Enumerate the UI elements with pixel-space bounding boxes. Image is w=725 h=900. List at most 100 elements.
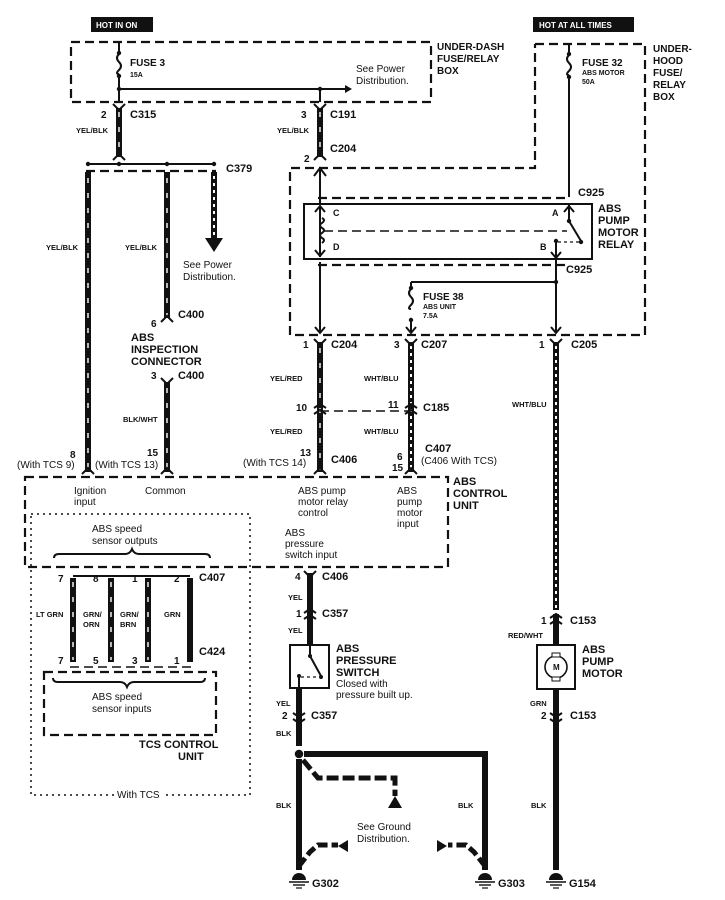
hot-in-on-label: HOT IN ON	[96, 21, 138, 30]
brace-outputs-icon	[53, 546, 211, 559]
common-pin: 15	[147, 448, 159, 459]
wire-label-blk-wht: BLK/WHT	[123, 415, 158, 424]
under-hood-box-outline	[288, 42, 647, 337]
relay-switch-icon	[568, 220, 582, 242]
wire-label-yel-red-2: YEL/RED	[270, 427, 303, 436]
wire-label-wht-blu-3: WHT/BLU	[512, 400, 547, 409]
abs-pump-motor-label: ABS PUMP MOTOR	[582, 644, 623, 680]
c204-bottom-pin: 1	[303, 340, 309, 351]
abs-pump-motor-relay-label: ABS PUMP MOTOR RELAY	[598, 203, 642, 251]
c185-label: C185	[423, 402, 449, 414]
c204-top-label: C204	[330, 143, 357, 155]
wire-label-yel-3: YEL	[276, 699, 291, 708]
ecu-pin-pressure-input: ABS pressure switch input	[285, 528, 337, 561]
c207-label: C207	[421, 339, 447, 351]
fuse-38-symbol	[405, 282, 417, 335]
c379-label: C379	[226, 163, 252, 175]
fuse-3-label: FUSE 3	[130, 58, 165, 69]
c185-pin-left: 10	[296, 403, 308, 414]
ignition-pin-tcs: (With TCS 9)	[17, 460, 75, 471]
ecu-pin-motor-input: ABS pump motor input	[397, 486, 425, 530]
under-dash-box-outline	[69, 40, 433, 104]
c406-bottom-pin: 4	[295, 572, 301, 583]
c407-pin-b: 15	[392, 463, 404, 474]
c153-bottom-label: C153	[570, 710, 596, 722]
under-dash-box-label: UNDER-DASH FUSE/RELAY BOX	[437, 42, 507, 77]
relay-terminal-b: B	[540, 242, 547, 252]
ecu-speed-sensor-outputs: ABS speed sensor outputs	[92, 524, 158, 547]
fuse-32-label: FUSE 32	[582, 58, 623, 69]
fuse-32-symbol	[566, 44, 572, 197]
c424-pin-1: 1	[174, 656, 180, 667]
c315-label: C315	[130, 109, 156, 121]
c407-tcs-label: C407	[199, 572, 225, 584]
wire-label-blk-2: BLK	[276, 801, 292, 810]
c205-label: C205	[571, 339, 597, 351]
abs-control-unit-outline	[23, 475, 450, 569]
fuse-38-desc: ABS UNIT	[423, 304, 457, 311]
c424-pin-5: 5	[93, 656, 99, 667]
ground-g303-icon	[475, 873, 495, 889]
ground-g154-label: G154	[569, 878, 597, 890]
fuse-32-rating: 50A	[582, 79, 595, 86]
see-power-distribution-note-1: See Power Distribution.	[356, 64, 409, 87]
with-tcs-label: With TCS	[117, 790, 160, 801]
c315-pin: 2	[101, 110, 107, 121]
c204-bottom-label: C204	[331, 339, 358, 351]
c925-bottom-label: C925	[566, 264, 592, 276]
relay-terminal-a: A	[552, 208, 559, 218]
relay-terminal-d: D	[333, 242, 340, 252]
abs-inspection-connector-label: ABS INSPECTION CONNECTOR	[131, 332, 202, 368]
c407-tcs-pin-7: 7	[58, 574, 64, 585]
c407-tcs-pin-2: 2	[174, 574, 180, 585]
common-pin-tcs: (With TCS 13)	[95, 460, 158, 471]
c207-pin: 3	[394, 340, 400, 351]
tcs-control-unit-label: TCS CONTROL UNIT	[139, 739, 221, 763]
tcs-speed-sensor-inputs: ABS speed sensor inputs	[92, 692, 151, 715]
c406-top-pin: 13	[300, 448, 312, 459]
arrow-right-icon	[345, 85, 352, 93]
wire-label-grn-orn: GRN/ ORN	[83, 610, 104, 629]
hot-in-on-badge: HOT IN ON	[91, 17, 153, 32]
c400-top-pin: 6	[151, 319, 157, 330]
ground-g154-icon	[546, 873, 566, 889]
fuse-38-label: FUSE 38	[423, 292, 464, 303]
c406-top-tcs: (With TCS 14)	[243, 458, 306, 469]
wire-label-red-wht: RED/WHT	[508, 631, 543, 640]
ground-g303-label: G303	[498, 878, 525, 890]
see-power-distribution-note-2: See Power Distribution.	[183, 260, 236, 283]
ecu-pin-common: Common	[145, 486, 186, 497]
fuse-3-symbol	[116, 42, 122, 102]
under-hood-box-label: UNDER- HOOD FUSE/ RELAY BOX	[653, 44, 695, 103]
c204-top-pin: 2	[304, 154, 310, 165]
connector-glyphs	[81, 103, 563, 725]
c407-tcs-pin-8: 8	[93, 574, 99, 585]
pressure-switch-contact-icon	[309, 655, 322, 677]
c407-top-alt: (C406 With TCS)	[421, 456, 497, 467]
c424-label: C424	[199, 646, 226, 658]
wire-label-lt-grn: LT GRN	[36, 610, 63, 619]
tcs-control-unit-outline	[42, 670, 218, 737]
ground-g302-label: G302	[312, 878, 339, 890]
wire-label-yel-blk-2: YEL/BLK	[277, 126, 310, 135]
c406-bottom-label: C406	[322, 571, 348, 583]
see-ground-distribution-note: See Ground Distribution.	[357, 822, 414, 845]
wire-label-blk-4: BLK	[531, 801, 547, 810]
wire-label-yel-blk-3: YEL/BLK	[46, 243, 79, 252]
ignition-pin: 8	[70, 450, 76, 461]
c153-bottom-pin: 2	[541, 711, 547, 722]
arrow-down-icon	[205, 238, 223, 252]
c400-bottom-pin: 3	[151, 371, 157, 382]
ecu-pin-ignition-input: Ignition input	[74, 486, 109, 508]
c407-pin-a: 6	[397, 452, 403, 463]
c357-top-pin: 1	[296, 609, 302, 620]
wire-label-blk-1: BLK	[276, 729, 292, 738]
wire-label-yel-red-1: YEL/RED	[270, 374, 303, 383]
tcs-wire-bundle	[70, 575, 193, 668]
fuse-38-rating: 7.5A	[423, 313, 438, 320]
wire-label-yel-2: YEL	[288, 626, 303, 635]
abs-control-unit-label: ABS CONTROL UNIT	[453, 476, 510, 512]
c400-top-label: C400	[178, 309, 204, 321]
wire-label-wht-blu-2: WHT/BLU	[364, 427, 399, 436]
